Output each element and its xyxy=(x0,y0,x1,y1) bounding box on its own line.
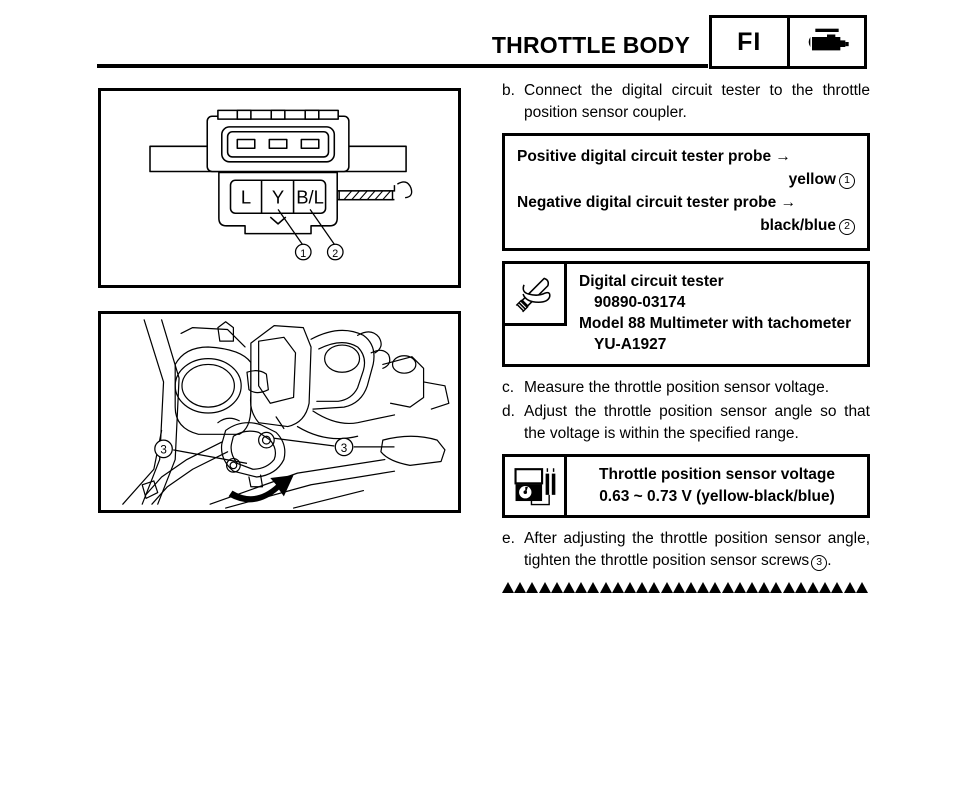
divider-triangle xyxy=(807,582,820,593)
section-badge: FI xyxy=(709,15,867,69)
callout-3-badge: 3 xyxy=(811,555,828,571)
figure-callout-3-right: 3 xyxy=(274,437,395,457)
terminal-label-l: L xyxy=(241,187,251,208)
special-tool-box: Digital circuit tester 90890-03174 Model… xyxy=(502,261,870,367)
engine-icon xyxy=(786,18,865,66)
terminal-label-bl: B/L xyxy=(296,187,324,208)
step-e-text-after: . xyxy=(827,552,832,569)
callout-1-badge: 1 xyxy=(839,173,855,189)
svg-text:2: 2 xyxy=(332,248,338,260)
divider-triangle xyxy=(782,582,795,593)
voltage-spec-box: Throttle position sensor voltage 0.63 ~ … xyxy=(502,454,870,518)
divider-triangle xyxy=(746,582,759,593)
page-title: THROTTLE BODY xyxy=(491,32,690,58)
tool-name: Digital circuit tester xyxy=(579,273,724,290)
divider-triangle xyxy=(563,582,576,593)
divider-triangle xyxy=(770,582,783,593)
divider-triangle xyxy=(550,582,563,593)
divider-triangle xyxy=(526,582,539,593)
svg-text:3: 3 xyxy=(160,444,166,457)
divider-triangle xyxy=(587,582,600,593)
divider-triangle xyxy=(672,582,685,593)
divider-triangle xyxy=(843,582,856,593)
divider-triangle xyxy=(660,582,673,593)
step-b: b. Connect the digital circuit tester to… xyxy=(502,80,870,124)
divider-triangle xyxy=(514,582,527,593)
divider-triangle xyxy=(697,582,710,593)
figure-engine-frame: 3 3 xyxy=(98,311,461,513)
probe-connection-box: Positive digital circuit tester probe → … xyxy=(502,133,870,251)
step-c-text: Measure the throttle position sensor vol… xyxy=(524,379,830,396)
step-d-label: d. xyxy=(502,403,515,420)
step-c-label: c. xyxy=(502,379,515,396)
instruction-column: b. Connect the digital circuit tester to… xyxy=(502,80,870,593)
divider-triangle xyxy=(502,582,514,593)
positive-probe-line: Positive digital circuit tester probe → xyxy=(517,148,791,165)
figure-coupler-frame: L Y B/L xyxy=(98,88,461,288)
special-tool-details: Digital circuit tester 90890-03174 Model… xyxy=(567,264,867,364)
step-e-label: e. xyxy=(502,530,515,547)
divider-triangle xyxy=(794,582,807,593)
divider-triangle xyxy=(611,582,624,593)
section-divider xyxy=(502,582,868,593)
divider-triangle xyxy=(636,582,649,593)
step-b-label: b. xyxy=(502,82,515,99)
voltage-spec-details: Throttle position sensor voltage 0.63 ~ … xyxy=(567,457,867,515)
step-d-text: Adjust the throttle position sensor angl… xyxy=(524,403,870,442)
tool-alt-number: YU-A1927 xyxy=(594,336,667,353)
svg-text:3: 3 xyxy=(341,442,347,455)
tool-part-number: 90890-03174 xyxy=(594,294,686,311)
figure-callout-3-left: 3 xyxy=(154,439,248,465)
divider-triangle xyxy=(758,582,771,593)
negative-probe-value: black/blue xyxy=(760,217,836,234)
figure-callout-1: 1 xyxy=(294,243,312,261)
special-tool-icon xyxy=(505,264,567,326)
step-b-text: Connect the digital circuit tester to th… xyxy=(524,82,870,121)
svg-text:1: 1 xyxy=(300,248,306,260)
header-rule xyxy=(97,64,708,68)
divider-triangle xyxy=(733,582,746,593)
terminal-label-y: Y xyxy=(272,187,284,208)
divider-triangle xyxy=(575,582,588,593)
divider-triangle xyxy=(538,582,551,593)
positive-probe-value: yellow xyxy=(788,171,836,188)
step-d: d. Adjust the throttle position sensor a… xyxy=(502,401,870,445)
tool-model: Model 88 Multimeter with tachometer xyxy=(579,315,852,332)
divider-triangle xyxy=(831,582,844,593)
divider-triangle xyxy=(819,582,832,593)
badge-fi-label: FI xyxy=(737,27,762,56)
divider-triangle xyxy=(709,582,722,593)
voltage-spec-value: 0.63 ~ 0.73 V (yellow-black/blue) xyxy=(599,488,835,505)
multimeter-icon xyxy=(505,457,567,515)
step-e-text-before: After adjusting the throttle position se… xyxy=(524,530,870,569)
step-e-text: After adjusting the throttle position se… xyxy=(524,528,870,572)
divider-triangle xyxy=(685,582,698,593)
divider-triangle xyxy=(648,582,661,593)
divider-triangle xyxy=(721,582,734,593)
divider-triangle xyxy=(624,582,637,593)
step-c: c. Measure the throttle position sensor … xyxy=(502,377,870,399)
callout-2-badge: 2 xyxy=(839,219,855,235)
step-e: e. After adjusting the throttle position… xyxy=(502,528,870,572)
figure-callout-2: 2 xyxy=(326,243,344,261)
voltage-spec-title: Throttle position sensor voltage xyxy=(599,466,835,483)
divider-triangle xyxy=(855,582,868,593)
divider-triangle xyxy=(599,582,612,593)
negative-probe-line: Negative digital circuit tester probe → xyxy=(517,194,797,211)
